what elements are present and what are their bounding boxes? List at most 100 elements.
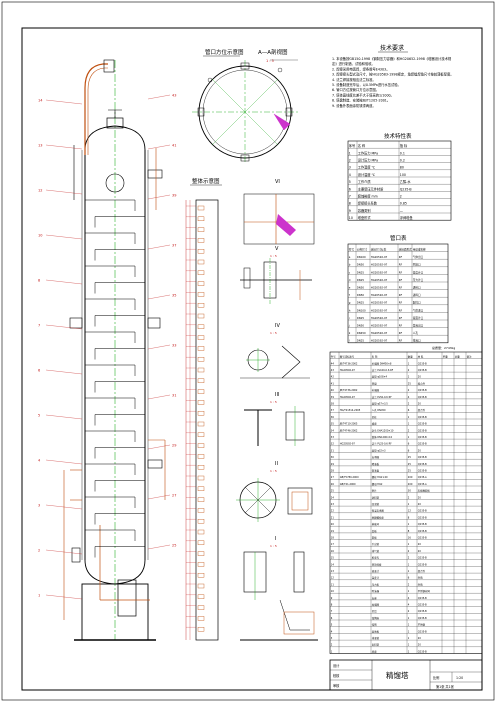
tech-requirement-line: 6. 管口方位按管口方位示意图。 bbox=[332, 87, 379, 92]
scale-label: 比例 bbox=[433, 675, 439, 680]
schematic-tray-mark bbox=[197, 411, 205, 416]
schematic-tray-mark bbox=[197, 432, 205, 437]
callout-leader bbox=[45, 99, 83, 105]
overall-title: 整体示意图 bbox=[192, 177, 220, 185]
tech-table-cell: 工作介质 bbox=[358, 179, 372, 184]
nozzle-table-cell: DN100 bbox=[357, 308, 366, 312]
parts-list-cell: 法兰 PL25-0.6 RF bbox=[372, 442, 392, 446]
parts-list-cell: GB/T5780-2000 bbox=[340, 476, 359, 479]
schematic-tray-mark bbox=[197, 238, 205, 243]
parts-list-cell: 1 bbox=[408, 617, 410, 620]
callout-leader bbox=[147, 344, 171, 350]
tech-requirements-heading: 技术要求 bbox=[380, 44, 404, 52]
parts-list-cell: 29 bbox=[331, 463, 335, 466]
callout-number: 37 bbox=[172, 244, 176, 248]
parts-list-cell: 1 bbox=[408, 436, 410, 439]
nozzle-table-cell: HG20592-97 bbox=[371, 270, 388, 274]
tech-requirement-line: 5. 设备制造完毕后，以0.5MPa进行水压试验。 bbox=[332, 82, 401, 87]
parts-list-cell: 吊耳 bbox=[372, 609, 377, 613]
parts-list-cell: 1 bbox=[408, 376, 410, 379]
parts-list-cell: Q235-B bbox=[418, 429, 427, 432]
tower-overall-view bbox=[63, 59, 166, 641]
nozzle-orientation-view: 管口方位示意图 A—A剖视图 1 : 5 bbox=[192, 48, 298, 164]
parts-list-cell: 基础环 bbox=[372, 522, 380, 526]
parts-list-cell: 1 bbox=[408, 570, 410, 573]
nozzle-table-cell: l bbox=[349, 339, 350, 343]
parts-list-cell: 备注 bbox=[467, 355, 472, 359]
parts-list-cell: 2 bbox=[408, 550, 410, 553]
schematic-tray-mark bbox=[197, 367, 205, 373]
nozzle-table-cell: e bbox=[349, 287, 351, 290]
nozzle-table-cell: DN25 bbox=[357, 316, 365, 320]
parts-list-cell: 34 bbox=[331, 429, 335, 432]
tech-table-cell: 设计压力 MPa bbox=[358, 158, 378, 163]
parts-list-cell: 32 bbox=[331, 443, 335, 446]
tech-table-cell: 序号 bbox=[349, 143, 355, 148]
parts-list-cell: 封头 EHA1200×10 bbox=[372, 428, 394, 432]
tech-table-cell: 焊接接头系数 bbox=[358, 201, 378, 206]
tech-table-cell: 乙醇-水 bbox=[400, 179, 412, 184]
parts-list-cell: 39 bbox=[331, 396, 335, 399]
schematic-tray-mark bbox=[197, 346, 205, 351]
parts-list-cell: 受液盘 bbox=[372, 469, 380, 473]
schematic-tray-mark bbox=[197, 303, 205, 308]
tech-requirement-line: 7. 塔体直线度允差不大于塔高的1/1000。 bbox=[332, 92, 394, 97]
nozzle-table-cell: RF bbox=[399, 293, 403, 297]
parts-list-cell: 28 bbox=[331, 470, 335, 473]
nozzle-table-cell: j bbox=[348, 324, 350, 328]
tech-requirement-line: 1. 本设备按GB150-1998《钢制压力容器》和HG20652-1998《塔… bbox=[332, 56, 452, 61]
parts-list-cell: 43 bbox=[331, 369, 335, 372]
parts-list-cell: 排液管 bbox=[372, 636, 380, 640]
parts-list-cell: 外购 bbox=[418, 582, 423, 586]
callout-number: 4 bbox=[38, 459, 41, 463]
callout-number: 14 bbox=[38, 99, 43, 103]
nozzle-table-cell: HG20592-97 bbox=[371, 308, 388, 312]
nozzle-table-cell: HG20592-97 bbox=[371, 301, 388, 305]
nozzle-table-cell: 进料口 bbox=[413, 286, 421, 290]
nozzle-table-cell: RF bbox=[399, 308, 403, 312]
tech-table-heading: 技术特性表 bbox=[384, 132, 412, 140]
parts-list-cell: 24 bbox=[331, 496, 335, 499]
schematic-tray-mark bbox=[197, 475, 205, 481]
parts-list-cell: 6 bbox=[408, 449, 410, 452]
nozzle-table-cell: 气体进口 bbox=[413, 308, 424, 312]
parts-list-cell: 进料管 bbox=[372, 495, 380, 499]
callout-leader bbox=[45, 459, 83, 465]
parts-list-cell: 15 bbox=[331, 557, 335, 560]
parts-list-cell: HG20592-97 bbox=[340, 443, 356, 446]
nozzle-table-cell: HG20592-97 bbox=[371, 286, 388, 290]
parts-list-cell: 压力表 bbox=[372, 582, 380, 586]
callout-leader bbox=[147, 394, 171, 400]
parts-list-cell: 出料管 bbox=[372, 643, 380, 647]
parts-list-cell: 加强圈 bbox=[372, 603, 380, 607]
callout-leader bbox=[147, 544, 171, 550]
tech-table-cell: 1 bbox=[349, 151, 351, 155]
callout-number: 35 bbox=[172, 294, 176, 298]
nozzle-table-cell: i bbox=[349, 316, 350, 320]
parts-list-cell: 200 bbox=[408, 476, 413, 479]
title-block: 设计 校核 审核 精馏塔 比例 1:20 第1张 共1张 bbox=[329, 659, 483, 691]
parts-list-cell: 20 bbox=[418, 550, 422, 553]
callout-number: 2 bbox=[38, 549, 40, 553]
parts-list-cell: 4 bbox=[408, 396, 410, 399]
parts-list-cell: 8 bbox=[408, 516, 410, 519]
parts-list-cell: Q235-B bbox=[418, 523, 427, 526]
schematic-tray-mark bbox=[197, 313, 205, 319]
callout-leader bbox=[147, 444, 171, 450]
nozzle-table-cell: 回流口 bbox=[413, 263, 421, 267]
parts-list-cell: Q235-B bbox=[418, 516, 427, 519]
parts-list-cell: Q235-B bbox=[418, 610, 427, 613]
parts-list-cell: 2 bbox=[408, 389, 410, 392]
parts-list-cell: 12 bbox=[331, 577, 335, 580]
parts-list-cell: 垫片 bbox=[372, 489, 377, 493]
tech-table-cell: 80 bbox=[400, 166, 404, 170]
parts-list-cell: 图号或标准号 bbox=[340, 355, 355, 359]
parts-list-cell: Q235-B bbox=[418, 416, 427, 419]
detail-i-label: I bbox=[275, 536, 276, 542]
tech-table-cell: 0.2 bbox=[400, 159, 405, 163]
callout-leader bbox=[45, 324, 83, 330]
parts-list-cell: 20 bbox=[418, 503, 422, 506]
callout-leader bbox=[147, 294, 171, 300]
